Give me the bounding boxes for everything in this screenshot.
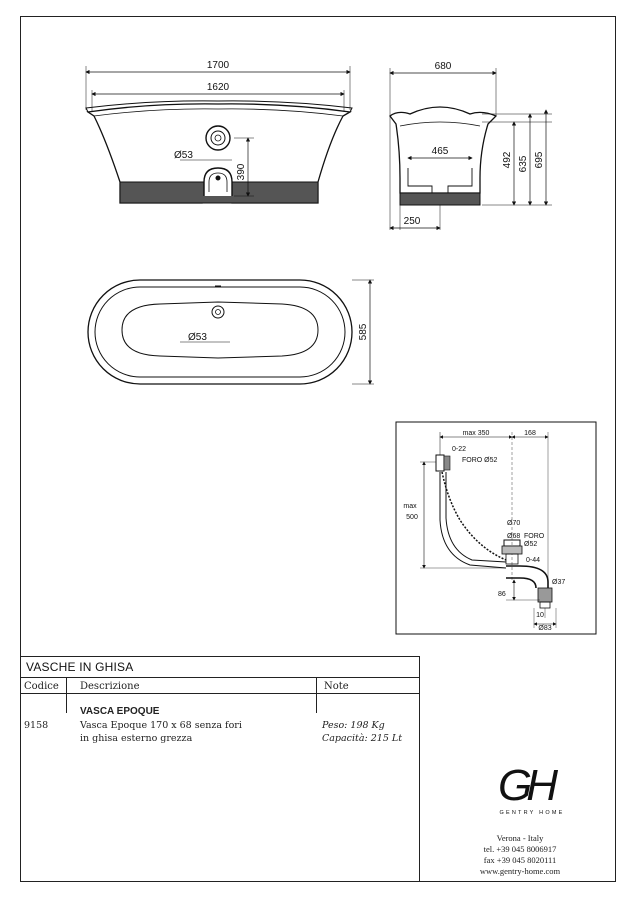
- header-code: Codice: [24, 681, 59, 692]
- gh-logo-mark: GH GENTRY HOME: [498, 761, 565, 816]
- drain-max-label: max: [403, 503, 417, 510]
- drain-0-22: 0-22: [452, 446, 466, 453]
- side-view: [85, 66, 353, 204]
- svg-text:GENTRY HOME: GENTRY HOME: [500, 810, 565, 816]
- table-divider: [20, 677, 419, 678]
- dim-height-695: 695: [534, 151, 545, 168]
- row-desc-2: in ghisa esterno grezza: [80, 733, 193, 744]
- column-divider: [66, 677, 67, 713]
- drain-d37: Ø37: [552, 579, 565, 586]
- column-divider: [316, 677, 317, 713]
- row-desc-1: Vasca Epoque 170 x 68 senza fori: [80, 720, 242, 731]
- drain-d70: Ø70: [507, 520, 520, 527]
- dim-hole-diameter: Ø53: [174, 150, 193, 161]
- page-frame: [20, 16, 616, 882]
- drain-d83: Ø83: [538, 625, 551, 632]
- dim-drain-diameter: Ø53: [188, 332, 207, 343]
- drain-max-350: max 350: [463, 430, 490, 437]
- dim-inner-length: 1620: [207, 82, 230, 93]
- row-code: 9158: [24, 720, 49, 731]
- drain-168: 168: [524, 430, 536, 437]
- drain-detail-labels: max 350 168 0-22 FORO Ø52 max 500 Ø70 FO…: [403, 430, 565, 632]
- table-title: VASCHE IN GHISA: [26, 660, 134, 674]
- drain-foro-top: FORO Ø52: [462, 457, 498, 464]
- dim-inner-width: 465: [432, 146, 449, 157]
- top-view: [87, 279, 374, 385]
- dim-height-492: 492: [502, 151, 513, 168]
- brand-web[interactable]: www.gentry-home.com: [479, 866, 561, 876]
- product-table: VASCHE IN GHISA Codice Descrizione Note …: [20, 656, 420, 882]
- drain-foro-52: Ø52: [524, 541, 537, 548]
- header-description: Descrizione: [80, 681, 140, 692]
- header-note: Note: [324, 681, 349, 692]
- drain-d68: Ø68: [507, 533, 520, 540]
- drain-10: 10: [536, 612, 544, 619]
- dim-hole-height: 390: [236, 163, 247, 180]
- dim-top-width: 585: [358, 323, 369, 340]
- drain-0-44: 0-44: [526, 557, 540, 564]
- dim-total-width: 680: [435, 61, 452, 72]
- drain-86: 86: [498, 591, 506, 598]
- dim-total-length: 1700: [207, 60, 230, 71]
- dim-height-635: 635: [518, 155, 529, 172]
- svg-text:GH: GH: [498, 761, 558, 810]
- row-note-2: Capacità: 215 Lt: [322, 733, 403, 744]
- brand-tel: tel. +39 045 8006917: [483, 844, 557, 854]
- brand-fax: fax +39 045 8020111: [483, 855, 557, 865]
- row-note-1: Peso: 198 Kg: [322, 720, 385, 731]
- brand-city: Verona - Italy: [496, 833, 544, 843]
- drain-500: 500: [406, 514, 418, 521]
- brand-logo: GH GENTRY HOME: [470, 756, 580, 816]
- dim-base-depth: 250: [404, 216, 421, 227]
- end-view: [389, 68, 552, 231]
- drain-foro: FORO: [524, 533, 545, 540]
- table-divider: [20, 693, 419, 694]
- drain-detail: [395, 421, 597, 635]
- brand-contacts: Verona - Italy tel. +39 045 8006917 fax …: [440, 833, 600, 877]
- row-name: VASCA EPOQUE: [80, 706, 160, 717]
- dimension-labels: 1700 1620 Ø53 390 680 465 492 635 695 25…: [174, 60, 545, 343]
